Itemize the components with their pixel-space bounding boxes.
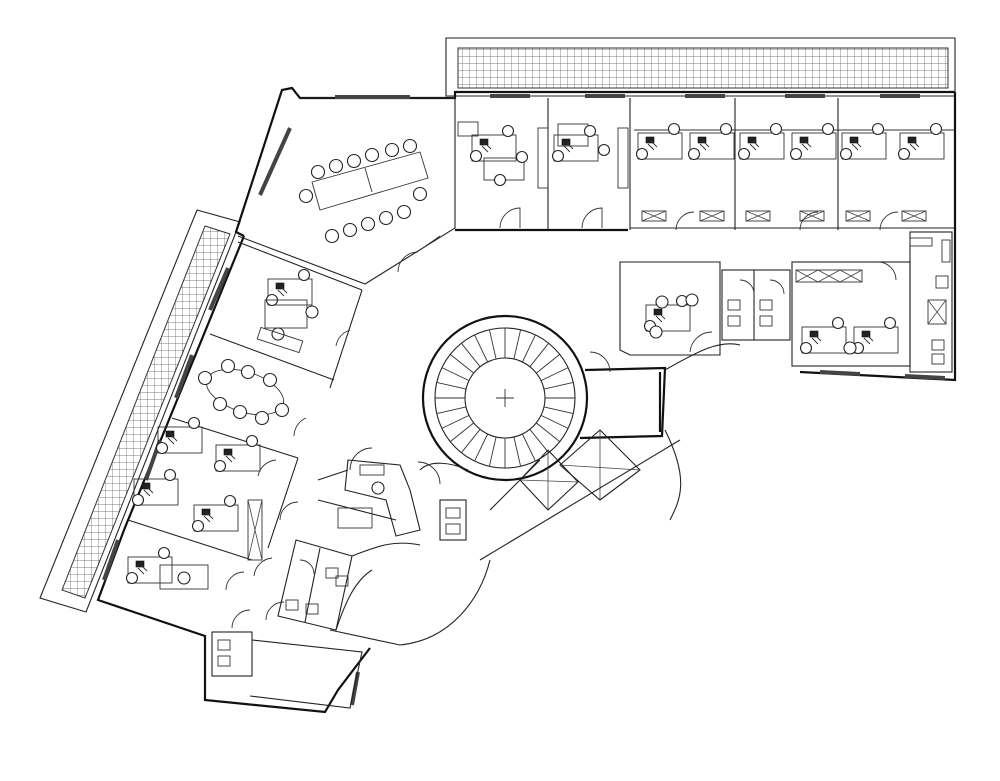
stair-tread: [474, 433, 489, 462]
washroom-block-east: [721, 269, 791, 341]
east-block: [619, 231, 953, 373]
office-double-2: [737, 122, 837, 231]
office-small-1: [457, 121, 549, 229]
stair-tread: [436, 381, 467, 390]
stair-tread: [540, 367, 569, 382]
outer-walls: [96, 86, 957, 714]
office-corner: [643, 293, 713, 353]
west-terrace: [39, 209, 241, 613]
office-west-1: [256, 268, 351, 354]
reception: [317, 447, 469, 541]
corridor-doors: [225, 501, 491, 646]
stair-tread: [436, 406, 467, 415]
stair-tread: [529, 429, 549, 453]
office-west-open: [125, 416, 277, 590]
storage-room: [249, 639, 363, 709]
north-offices: [455, 98, 955, 232]
kitchenette: [211, 609, 253, 677]
stair-tread: [450, 354, 474, 374]
office-double-1: [635, 122, 735, 231]
stair-tread: [441, 367, 470, 382]
stair-tread: [521, 433, 536, 462]
stair-tread: [488, 436, 497, 467]
stair-tread: [521, 334, 536, 363]
stair-tread: [441, 414, 470, 429]
north-terrace: [445, 37, 956, 97]
stair-tread: [540, 414, 569, 429]
windows: [102, 94, 946, 706]
stair-tread: [536, 422, 560, 442]
meeting-room-large: [298, 138, 441, 273]
stair-tread: [543, 406, 574, 415]
stair-tread: [513, 436, 522, 467]
office-double-east: [791, 261, 911, 367]
stair-tread: [474, 334, 489, 363]
stair-tread: [529, 343, 549, 367]
spiral-steps: [435, 328, 575, 468]
lift-hall: [479, 343, 741, 561]
stair-tread: [543, 381, 574, 390]
office-double-3: [839, 122, 945, 231]
service-east: [909, 231, 953, 373]
stair-tread: [450, 422, 474, 442]
washroom-block-south: [277, 539, 421, 631]
stair-tread: [461, 343, 481, 367]
meeting-room-oval: [197, 358, 307, 437]
stair-tread: [461, 429, 481, 453]
west-offices: [125, 241, 363, 590]
office-small-2: [551, 123, 629, 229]
stair-tread: [488, 329, 497, 360]
stair-tread: [513, 329, 522, 360]
stair-tread: [536, 354, 560, 374]
